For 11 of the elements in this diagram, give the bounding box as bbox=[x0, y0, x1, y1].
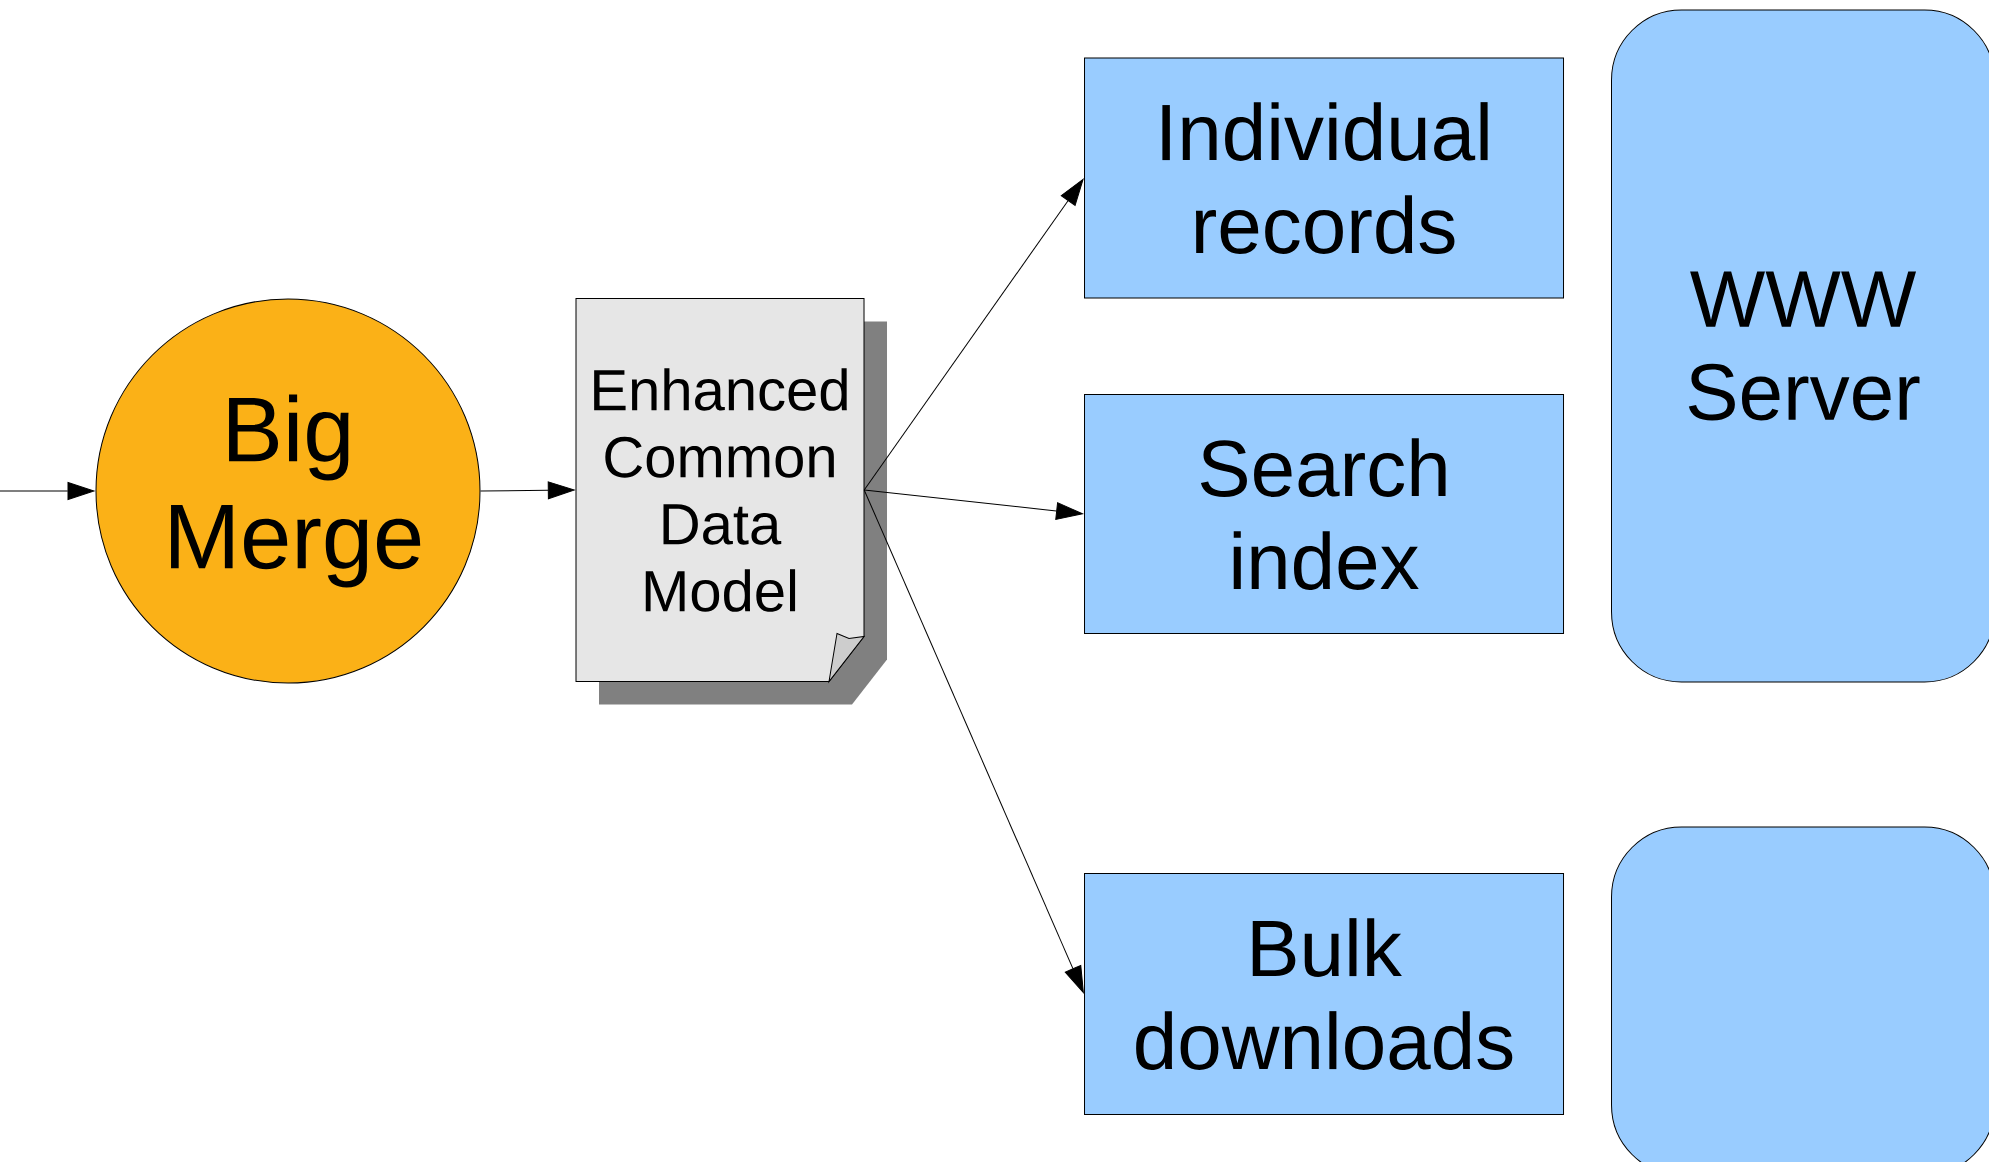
arrow bbox=[863, 178, 1084, 491]
arrow bbox=[0, 482, 95, 500]
server-box bbox=[1611, 826, 1989, 1162]
server-box: WWW Server bbox=[1611, 9, 1989, 683]
arrow bbox=[863, 489, 1083, 520]
process-box: Search index bbox=[1084, 394, 1564, 634]
process-box: Bulk downloads bbox=[1084, 873, 1564, 1115]
process-box: Individual records bbox=[1084, 57, 1564, 299]
arrow bbox=[863, 489, 1084, 993]
arrow bbox=[480, 481, 575, 500]
circle-node: Big Merge bbox=[95, 298, 481, 684]
